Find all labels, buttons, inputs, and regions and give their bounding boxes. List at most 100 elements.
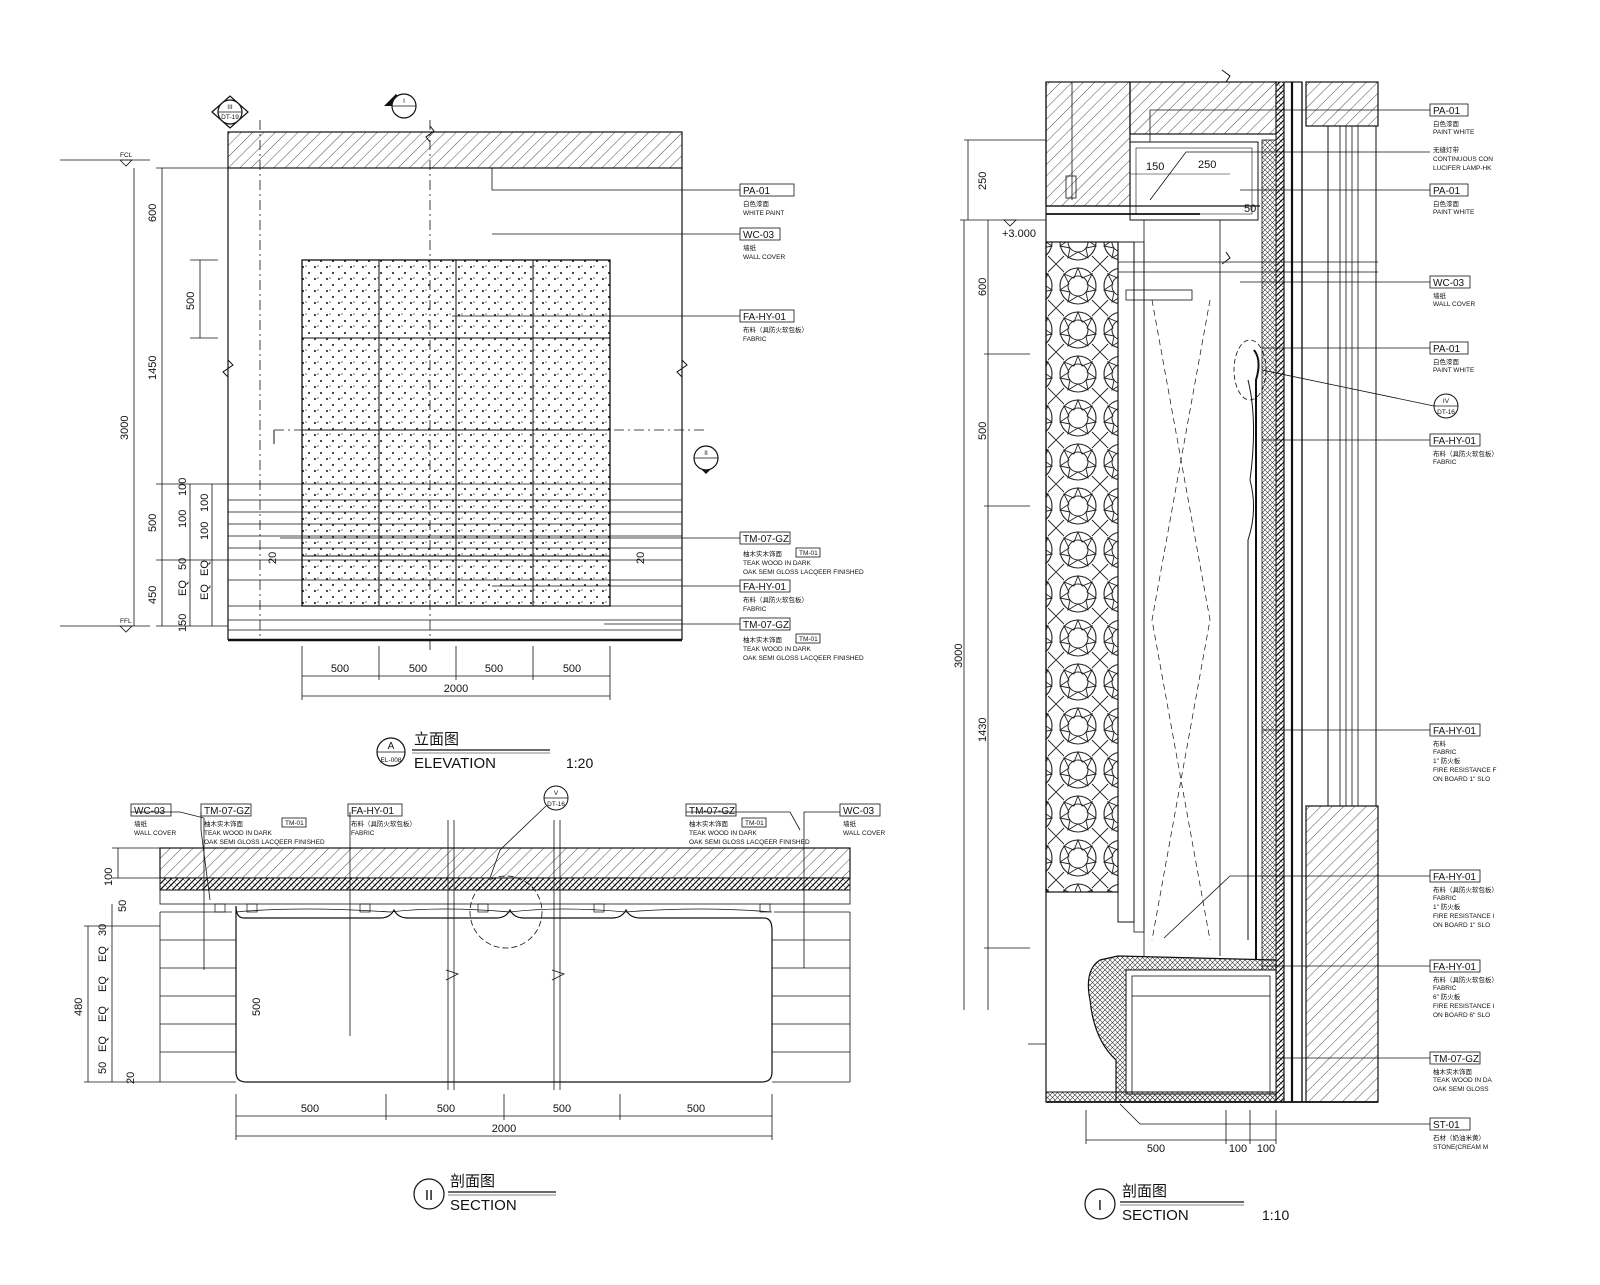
svg-text:墙纸: 墙纸 [134, 819, 148, 828]
svg-text:1430: 1430 [977, 718, 989, 742]
section-ii-title: II 剖面图 SECTION [413, 1173, 556, 1214]
svg-text:FABRIC: FABRIC [743, 606, 767, 613]
svg-text:EQ: EQ [97, 946, 109, 962]
svg-text:WC-03: WC-03 [843, 806, 875, 817]
svg-text:DT-16: DT-16 [1437, 409, 1455, 416]
elev-dim-500a: 500 [185, 292, 197, 310]
elev-dim-100b: 100 [177, 510, 189, 528]
section-ii-title-cn: 剖面图 [450, 1173, 495, 1190]
svg-text:6" 防火板: 6" 防火板 [1433, 992, 1461, 1001]
svg-text:白色漆面: 白色漆面 [1433, 357, 1460, 366]
svg-text:柚木实木饰面: 柚木实木饰面 [204, 819, 244, 828]
elev-dim-50: 50 [177, 558, 189, 570]
svg-text:OAK SEMI GLOSS: OAK SEMI GLOSS [1433, 1086, 1489, 1093]
svg-text:WHITE PAINT: WHITE PAINT [743, 210, 784, 217]
tag-sec1-3: WC-03 墙纸 WALL COVER [1429, 275, 1475, 308]
svg-text:V: V [554, 790, 559, 797]
svg-text:FA-HY-01: FA-HY-01 [743, 312, 786, 323]
elev-dim-100c: 100 [199, 494, 211, 512]
tag-elev-5: TM-07-GZ TM-01 柚木实木饰面 TEAK WOOD IN DARK … [739, 617, 864, 662]
svg-text:30: 30 [97, 924, 109, 936]
section-ii-bubble: II [425, 1187, 433, 1204]
svg-text:3000: 3000 [953, 644, 965, 668]
svg-text:TM-07-GZ: TM-07-GZ [1433, 1054, 1479, 1065]
svg-text:布料（具防火软包板）: 布料（具防火软包板） [351, 819, 416, 828]
svg-text:PA-01: PA-01 [1433, 344, 1460, 355]
svg-text:TM-01: TM-01 [285, 820, 304, 827]
svg-text:FA-HY-01: FA-HY-01 [1433, 872, 1476, 883]
svg-text:500: 500 [301, 1103, 319, 1115]
elevation-title: A EL-008 立面图 ELEVATION 1:20 [376, 731, 593, 772]
elev-dim-eq-a: EQ [199, 560, 211, 576]
svg-text:DT-16: DT-16 [547, 801, 565, 808]
tag-elev-3: TM-07-GZ TM-01 柚木实木饰面 TEAK WOOD IN DARK … [739, 531, 864, 576]
section-marker-ii: II [693, 445, 719, 474]
tag-elev-2: FA-HY-01 布料（具防火软包板） FABRIC [739, 309, 808, 343]
svg-text:ON BOARD 6" SLO: ON BOARD 6" SLO [1433, 1012, 1490, 1019]
elevation-scale: 1:20 [566, 755, 593, 771]
cushion-outline [235, 905, 773, 1083]
elevation-title-cn: 立面图 [414, 731, 459, 748]
tag-sec2-3: TM-07-GZ TM-01 柚木实木饰面 TEAK WOOD IN DARK … [685, 803, 810, 846]
svg-text:FABRIC: FABRIC [743, 336, 767, 343]
svg-text:WC-03: WC-03 [1433, 278, 1465, 289]
svg-text:墙纸: 墙纸 [743, 243, 757, 252]
svg-text:TM-07-GZ: TM-07-GZ [204, 806, 250, 817]
svg-text:TEAK WOOD IN DARK: TEAK WOOD IN DARK [743, 646, 812, 653]
section-i-title: I 剖面图 SECTION 1:10 [1084, 1183, 1289, 1224]
tag-elev-4: FA-HY-01 布料（具防火软包板） FABRIC [739, 579, 808, 613]
svg-text:500: 500 [1147, 1143, 1165, 1155]
svg-text:布料（具防火软包板）: 布料（具防火软包板） [743, 325, 808, 334]
svg-text:ON BOARD 1" SLO: ON BOARD 1" SLO [1433, 776, 1490, 783]
svg-text:EQ: EQ [97, 1036, 109, 1052]
tag-sec1-8: FA-HY-01 布料（具防火软包板） FABRIC 6" 防火板 FIRE R… [1429, 959, 1498, 1019]
tag-sec2-2: FA-HY-01 布料（具防火软包板） FABRIC [347, 803, 416, 837]
svg-text:500: 500 [437, 1103, 455, 1115]
svg-text:WALL COVER: WALL COVER [843, 830, 885, 837]
svg-text:WALL COVER: WALL COVER [1433, 301, 1475, 308]
svg-text:PA-01: PA-01 [1433, 106, 1460, 117]
section-i-scale: 1:10 [1262, 1207, 1289, 1223]
level-3000: +3.000 [960, 219, 1046, 240]
svg-text:TM-07-GZ: TM-07-GZ [743, 620, 789, 631]
section-marker-iii: III DT-19 [211, 95, 249, 129]
svg-text:TM-01: TM-01 [799, 636, 818, 643]
svg-text:250: 250 [1198, 159, 1216, 171]
svg-text:布料（具防火软包板）: 布料（具防火软包板） [1433, 975, 1498, 984]
level-ffl-text: FFL [120, 618, 132, 625]
svg-text:FABRIC: FABRIC [1433, 895, 1457, 902]
svg-text:TEAK WOOD IN DARK: TEAK WOOD IN DARK [743, 560, 812, 567]
section-marker-v: V DT-16 [489, 785, 569, 879]
marker-i-num: I [403, 98, 405, 105]
svg-text:FABRIC: FABRIC [1433, 459, 1457, 466]
svg-text:500: 500 [977, 422, 989, 440]
svg-text:FA-HY-01: FA-HY-01 [351, 806, 394, 817]
svg-text:ON BOARD 1" SLO: ON BOARD 1" SLO [1433, 922, 1490, 929]
tag-sec1-2: PA-01 白色漆面 PAINT WHITE [1429, 183, 1475, 216]
svg-text:TEAK WOOD IN DA: TEAK WOOD IN DA [1433, 1077, 1493, 1084]
svg-text:EQ: EQ [97, 1006, 109, 1022]
svg-text:墙纸: 墙纸 [1433, 291, 1447, 300]
elev-bot-1: 500 [331, 663, 349, 675]
marker-ii-num: II [704, 450, 708, 457]
svg-text:TM-07-GZ: TM-07-GZ [743, 534, 789, 545]
elev-dim-600: 600 [147, 204, 159, 222]
svg-text:500: 500 [553, 1103, 571, 1115]
svg-text:WC-03: WC-03 [134, 806, 166, 817]
svg-text:480: 480 [73, 998, 85, 1016]
svg-text:FA-HY-01: FA-HY-01 [743, 582, 786, 593]
tag-sec1-7: FA-HY-01 布料（具防火软包板） FABRIC 1" 防火板 FIRE R… [1429, 869, 1498, 929]
svg-text:白色漆面: 白色漆面 [1433, 119, 1460, 128]
tag-sec1-9: TM-07-GZ 柚木实木饰面 TEAK WOOD IN DA OAK SEMI… [1429, 1051, 1493, 1093]
section-i-view: +3.000 250 600 500 3000 1430 150 250 50 [953, 69, 1498, 1224]
svg-text:布料: 布料 [1433, 739, 1447, 748]
svg-text:IV: IV [1443, 398, 1450, 405]
section-marker-iv: IV DT-16 [1261, 369, 1459, 419]
svg-text:TM-07-GZ: TM-07-GZ [689, 806, 735, 817]
elev-dim-20a: 20 [267, 552, 279, 564]
svg-text:FABRIC: FABRIC [1433, 985, 1457, 992]
elevation-bubble-letter: A [388, 741, 395, 752]
svg-text:FA-HY-01: FA-HY-01 [1433, 436, 1476, 447]
level-fcl-text: FCL [120, 152, 133, 159]
svg-text:FIRE RESISTANCE I: FIRE RESISTANCE I [1433, 913, 1494, 920]
